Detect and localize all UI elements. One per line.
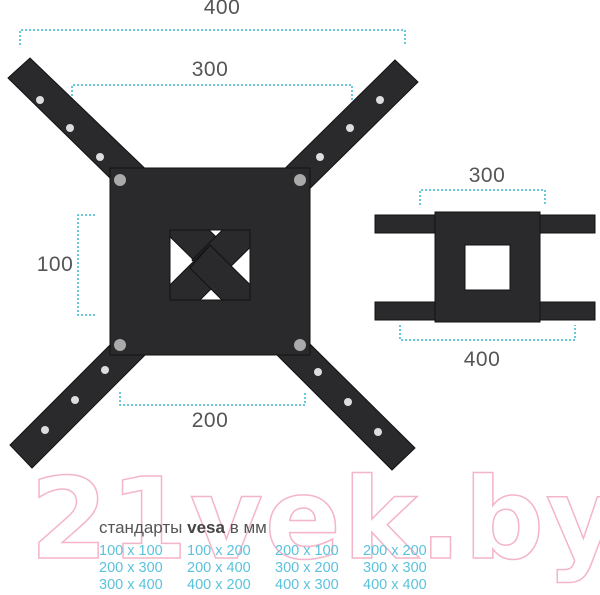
title-prefix: стандарты [99,518,183,537]
dimension-label-main-300: 300 [191,58,229,81]
vesa-size: 300 x 400 [99,577,163,593]
vesa-standards-title: стандарты vesa в мм [99,518,267,538]
vesa-size: 100 x 200 [187,543,251,559]
title-brand: vesa [187,518,225,537]
title-suffix: в мм [229,518,267,537]
dimension-label-main-100: 100 [36,253,74,276]
vesa-size: 200 x 400 [187,560,251,576]
main-mount [7,57,419,471]
vesa-sizes-grid: 100 x 100 100 x 200 200 x 100 200 x 200 … [99,543,451,593]
dimension-label-main-400: 400 [203,0,241,19]
vesa-size: 200 x 100 [275,543,339,559]
watermark: 21vek.by [29,454,600,586]
vesa-size: 200 x 300 [99,560,163,576]
small-mount [374,211,596,323]
vesa-size: 100 x 100 [99,543,163,559]
vesa-size: 400 x 300 [275,577,339,593]
dimension-lines [19,29,576,406]
mount-holes [36,96,384,436]
vesa-size: 300 x 300 [363,560,427,576]
dimension-label-small-400: 400 [463,348,501,371]
vesa-size: 400 x 400 [363,577,427,593]
dimension-label-small-300: 300 [468,164,506,187]
vesa-size: 300 x 200 [275,560,339,576]
vesa-size: 400 x 200 [187,577,251,593]
dimension-label-main-200: 200 [191,409,229,432]
vesa-size: 200 x 200 [363,543,427,559]
